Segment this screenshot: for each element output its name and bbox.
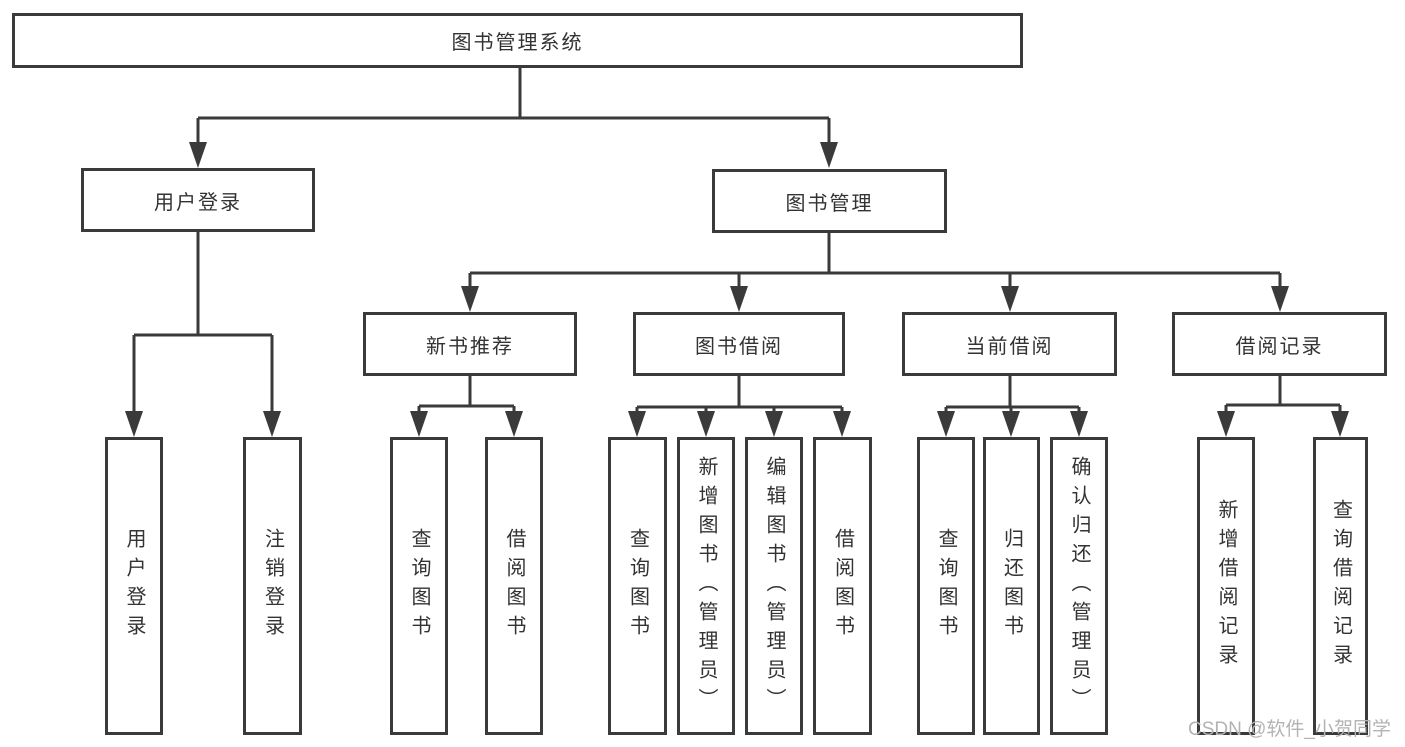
leaf-borrow-books: 借阅图书 <box>813 437 872 735</box>
node-label: 查询借阅记录 <box>1329 499 1352 673</box>
leaf-borrow-books-recommend: 借阅图书 <box>485 437 543 735</box>
node-book-management: 图书管理 <box>712 169 947 233</box>
leaf-query-books-borrow: 查询图书 <box>608 437 667 735</box>
node-label: 用户登录 <box>123 528 145 644</box>
leaf-query-borrow-record: 查询借阅记录 <box>1313 437 1368 735</box>
node-label: 查询图书 <box>935 528 957 644</box>
node-label: 确认归还（管理员） <box>1068 455 1090 717</box>
node-user-login: 用户登录 <box>81 168 315 232</box>
node-label: 新增借阅记录 <box>1215 499 1237 673</box>
node-label: 编辑图书（管理员） <box>763 455 785 717</box>
node-new-book-recommend: 新书推荐 <box>363 312 577 376</box>
node-label: 借阅图书 <box>831 528 854 644</box>
leaf-logout-login: 注销登录 <box>243 437 302 735</box>
node-label: 用户登录 <box>154 191 242 214</box>
node-current-borrow: 当前借阅 <box>902 312 1117 376</box>
node-root-system: 图书管理系统 <box>12 13 1023 68</box>
node-label: 当前借阅 <box>965 335 1054 358</box>
leaf-confirm-return-admin: 确认归还（管理员） <box>1050 437 1108 735</box>
node-label: 查询图书 <box>626 528 649 644</box>
node-label: 图书管理系统 <box>451 32 584 54</box>
node-label: 查询图书 <box>408 528 430 644</box>
watermark: CSDN @软件_小贺同学 <box>1188 719 1391 740</box>
node-label: 归还图书 <box>1000 528 1023 644</box>
leaf-add-borrow-record: 新增借阅记录 <box>1197 437 1255 735</box>
node-label: 图书借阅 <box>695 335 783 358</box>
leaf-edit-books-admin: 编辑图书（管理员） <box>745 437 803 735</box>
leaf-query-books-current: 查询图书 <box>917 437 975 735</box>
node-book-borrow: 图书借阅 <box>633 312 845 376</box>
node-label: 借阅图书 <box>503 528 525 644</box>
node-label: 注销登录 <box>261 528 284 644</box>
leaf-return-books: 归还图书 <box>983 437 1040 735</box>
node-label: 新书推荐 <box>426 335 514 358</box>
leaf-add-books-admin: 新增图书（管理员） <box>677 437 735 735</box>
node-label: 借阅记录 <box>1235 335 1324 358</box>
node-label: 新增图书（管理员） <box>695 455 717 717</box>
node-borrow-records: 借阅记录 <box>1172 312 1387 376</box>
leaf-user-login: 用户登录 <box>105 437 163 735</box>
leaf-query-books-recommend: 查询图书 <box>390 437 448 735</box>
node-label: 图书管理 <box>785 192 874 215</box>
